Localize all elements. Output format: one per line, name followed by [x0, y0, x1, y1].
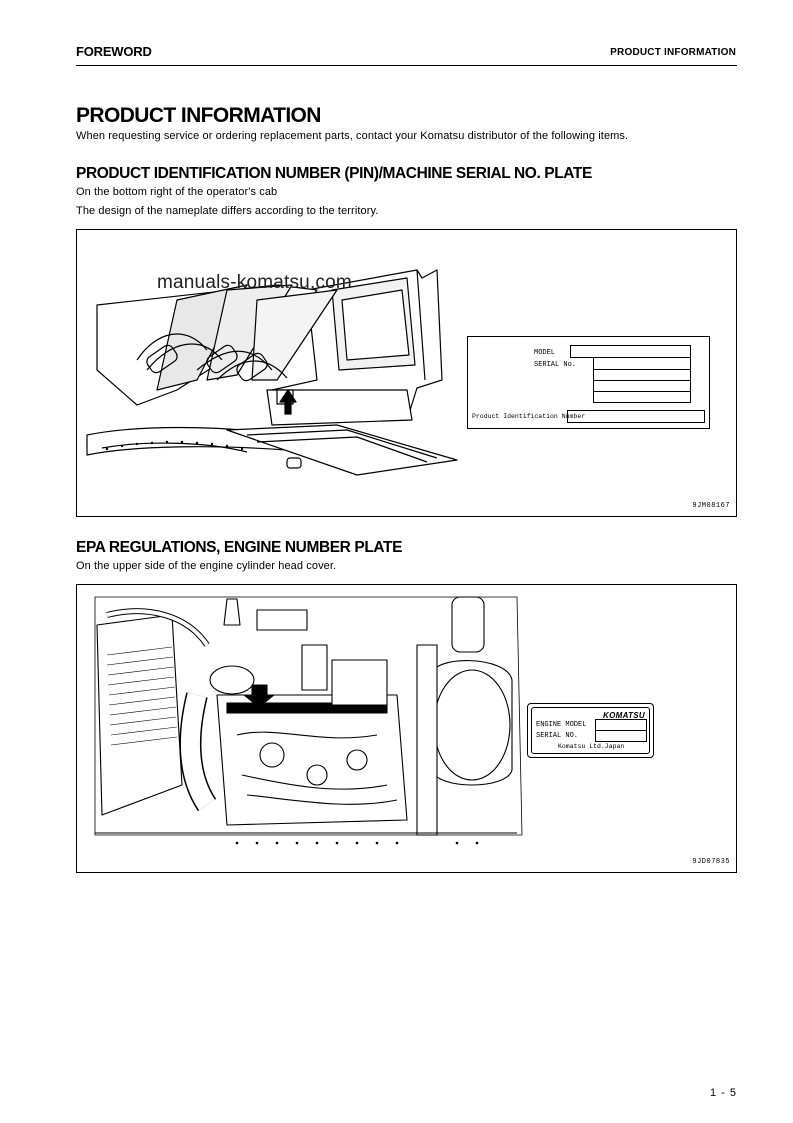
watermark-text: manuals-komatsu.com: [157, 272, 352, 293]
figure-code: 9JD07835: [692, 858, 730, 866]
figure-pin-plate: manuals-komatsu.com MODEL SERIAL No. Pro…: [76, 229, 737, 517]
plate-serial-label: SERIAL No.: [534, 361, 577, 369]
plate-model-label: MODEL: [534, 349, 556, 357]
section-title-pin-plate: PRODUCT IDENTIFICATION NUMBER (PIN)/MACH…: [76, 165, 592, 182]
figure-code: 9JM08167: [692, 502, 730, 510]
komatsu-logo: KOMATSU: [603, 711, 645, 720]
figure-engine-plate: KOMATSU ENGINE MODEL SERIAL NO. Komatsu …: [76, 584, 737, 873]
section-title-epa-plate: EPA REGULATIONS, ENGINE NUMBER PLATE: [76, 539, 403, 556]
header-rule: [76, 65, 737, 66]
header-page-topic: PRODUCT INFORMATION: [610, 47, 736, 58]
page-title: PRODUCT INFORMATION: [76, 104, 321, 127]
plate-pin-label: Product Identification Number: [472, 413, 586, 420]
plate-pin-box: [567, 410, 705, 423]
illustration-engine-bay: [94, 596, 523, 845]
plate-serial-label: SERIAL NO.: [536, 732, 579, 740]
pin-nameplate: MODEL SERIAL No. Product Identification …: [467, 336, 710, 429]
plate-engine-model-label: ENGINE MODEL: [536, 721, 587, 729]
header-section-title: FOREWORD: [76, 44, 152, 59]
illustration-operator-cab: [86, 269, 458, 476]
plate-serial-box: [593, 357, 691, 403]
plate-serial-box: [595, 730, 647, 742]
pin-plate-note-text: The design of the nameplate differs acco…: [76, 205, 379, 217]
page-number: 1 - 5: [709, 1087, 737, 1099]
intro-text: When requesting service or ordering repl…: [76, 130, 629, 142]
plate-maker-text: Komatsu Ltd.Japan: [558, 743, 625, 750]
pin-plate-location-text: On the bottom right of the operator's ca…: [76, 186, 278, 198]
epa-plate-location-text: On the upper side of the engine cylinder…: [76, 560, 337, 572]
engine-nameplate: KOMATSU ENGINE MODEL SERIAL NO. Komatsu …: [527, 703, 654, 758]
